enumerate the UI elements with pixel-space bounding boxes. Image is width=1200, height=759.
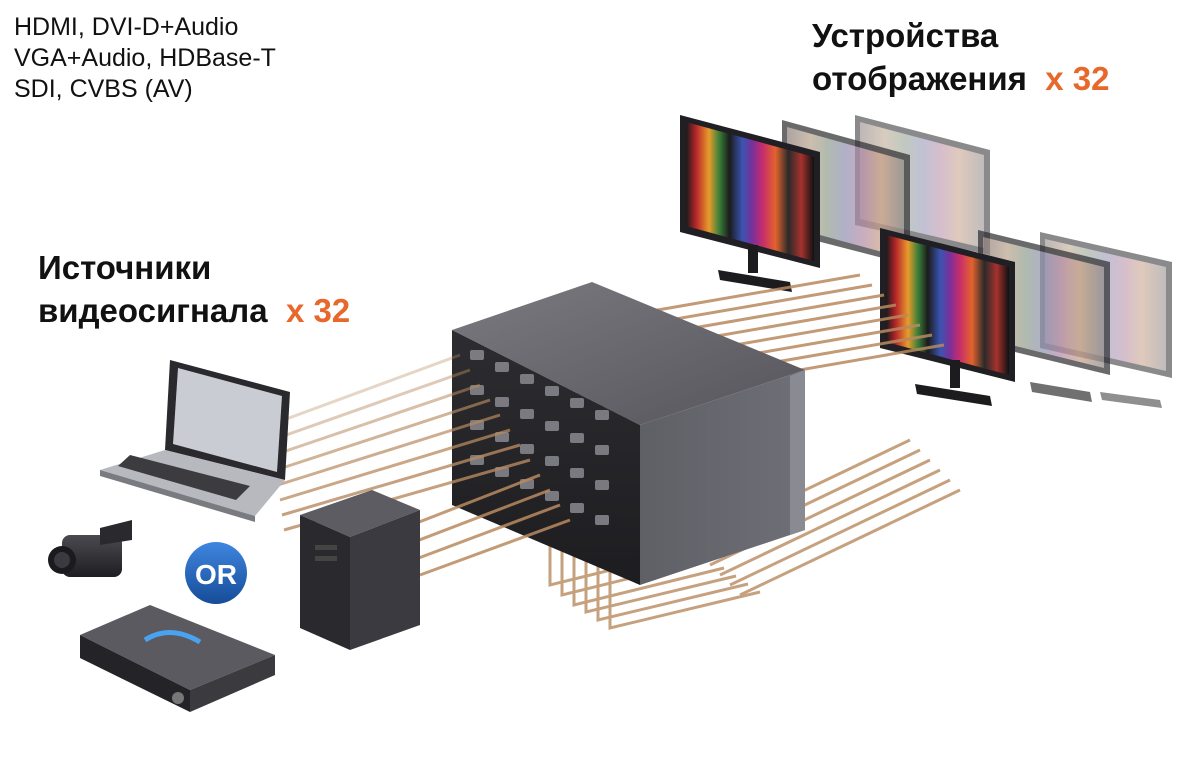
format-line-3: SDI, CVBS (AV) — [14, 75, 193, 103]
sources-title: Источники видеосигнала x 32 — [38, 246, 350, 332]
pc-tower-icon — [300, 490, 420, 650]
supported-formats: HDMI, DVI-D+Audio VGA+Audio, HDBase-T SD… — [14, 12, 276, 105]
bluray-player-icon — [80, 605, 275, 712]
camcorder-icon — [48, 520, 132, 577]
display-monitor — [680, 115, 820, 292]
or-badge: OR — [185, 542, 247, 604]
sources-title-line1: Источники — [38, 249, 212, 286]
displays-title: Устройства отображения x 32 — [812, 14, 1109, 100]
laptop-icon — [100, 360, 290, 522]
format-line-1: HDMI, DVI-D+Audio — [14, 13, 239, 41]
displays-count: x 32 — [1045, 60, 1110, 97]
or-badge-label: OR — [195, 559, 237, 590]
displays-title-line2: отображения — [812, 60, 1027, 97]
format-line-2: VGA+Audio, HDBase-T — [14, 44, 276, 72]
sources-count: x 32 — [285, 292, 351, 329]
display-monitor — [880, 228, 1015, 406]
sources-title-line2: видеосигнала — [38, 292, 268, 329]
displays-title-line1: Устройства — [812, 17, 999, 54]
